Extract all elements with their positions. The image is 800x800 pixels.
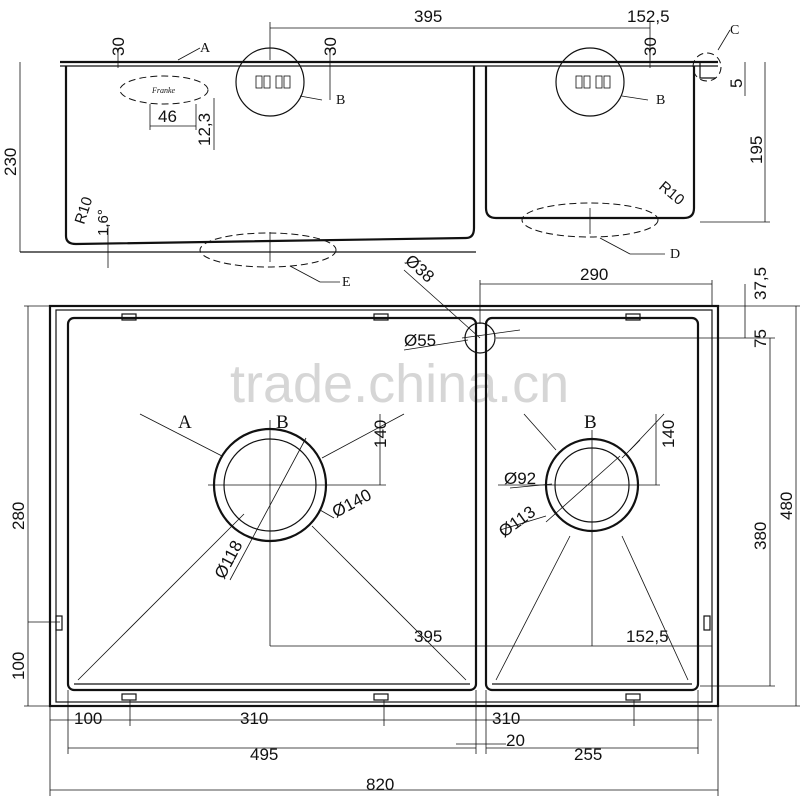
right-drain-section-circle bbox=[555, 47, 625, 117]
callout-c-circle bbox=[692, 52, 722, 82]
dim-bottom-310-right: 310 bbox=[492, 709, 520, 728]
brand-logo: Franke bbox=[151, 86, 176, 95]
callout-b-left: B bbox=[336, 93, 345, 108]
left-bowl-outline bbox=[66, 316, 478, 692]
dim-offset-b1: 30 bbox=[321, 37, 340, 56]
left-bowl-profile bbox=[64, 66, 476, 246]
dim-drain-x-left: 395 bbox=[414, 627, 442, 646]
logo-ellipse bbox=[119, 75, 209, 105]
dim-bottom-310-left: 310 bbox=[240, 709, 268, 728]
callout-d-ellipse bbox=[521, 202, 659, 238]
dim-right-drain-d1: Ø92 bbox=[504, 469, 536, 488]
dim-rim: 5 bbox=[727, 79, 746, 88]
dim-tap-hole-offset: 37,5 bbox=[751, 267, 770, 300]
dim-depth-right: 195 bbox=[747, 136, 766, 164]
dim-outer-depth: 480 bbox=[777, 492, 796, 520]
dim-bottom-100: 100 bbox=[74, 709, 102, 728]
section-view: Franke bbox=[1, 7, 770, 290]
dim-drain-x-right: 152,5 bbox=[626, 627, 669, 646]
dim-right-drain-d2: Ø113 bbox=[495, 502, 539, 541]
callout-e-ellipse bbox=[199, 232, 337, 268]
dim-tap-hole-pos: 290 bbox=[580, 265, 608, 284]
label-b-left: B bbox=[276, 412, 289, 433]
dim-left-bottom: 100 bbox=[9, 652, 28, 680]
right-bowl-outline bbox=[484, 316, 700, 692]
dim-right-drain-off: 140 bbox=[659, 420, 678, 448]
dim-offset-a: 30 bbox=[109, 37, 128, 56]
watermark-text: trade.china.cn bbox=[230, 354, 569, 414]
dim-bottom-20: 20 bbox=[506, 731, 525, 750]
dim-top-width-right: 152,5 bbox=[627, 7, 670, 26]
dim-logo-width: 46 bbox=[158, 107, 177, 126]
dim-bottom-255: 255 bbox=[574, 745, 602, 764]
callout-a: A bbox=[200, 41, 211, 56]
dim-radius-left: R10 bbox=[72, 195, 97, 226]
dim-bottom-495: 495 bbox=[250, 745, 278, 764]
dim-tap-hole-large: Ø55 bbox=[404, 331, 436, 350]
callout-d: D bbox=[670, 247, 680, 262]
dim-top-width-left: 395 bbox=[414, 7, 442, 26]
dim-depth-left: 230 bbox=[1, 148, 20, 176]
dim-tap-hole-small: Ø38 bbox=[401, 251, 438, 287]
dim-logo-height: 12,3 bbox=[195, 113, 214, 146]
dim-inner-depth: 380 bbox=[751, 522, 770, 550]
dim-top-margin: 75 bbox=[751, 329, 770, 348]
label-b-right: B bbox=[584, 412, 597, 433]
callout-e: E bbox=[342, 275, 351, 290]
dim-offset-b2: 30 bbox=[641, 37, 660, 56]
dim-left-drain-y: 280 bbox=[9, 502, 28, 530]
dim-slope: 1,6° bbox=[95, 209, 112, 236]
dim-left-drain-off: 140 bbox=[371, 420, 390, 448]
callout-c: C bbox=[730, 23, 739, 38]
plan-view: 290 37,5 Ø38 Ø55 75 380 480 280 100 A B … bbox=[9, 251, 800, 796]
label-a: A bbox=[178, 412, 192, 433]
dim-left-drain-d1: Ø140 bbox=[329, 485, 375, 521]
callout-b-right: B bbox=[656, 93, 665, 108]
dim-radius-right: R10 bbox=[655, 178, 687, 209]
dim-overall-width: 820 bbox=[366, 775, 394, 794]
